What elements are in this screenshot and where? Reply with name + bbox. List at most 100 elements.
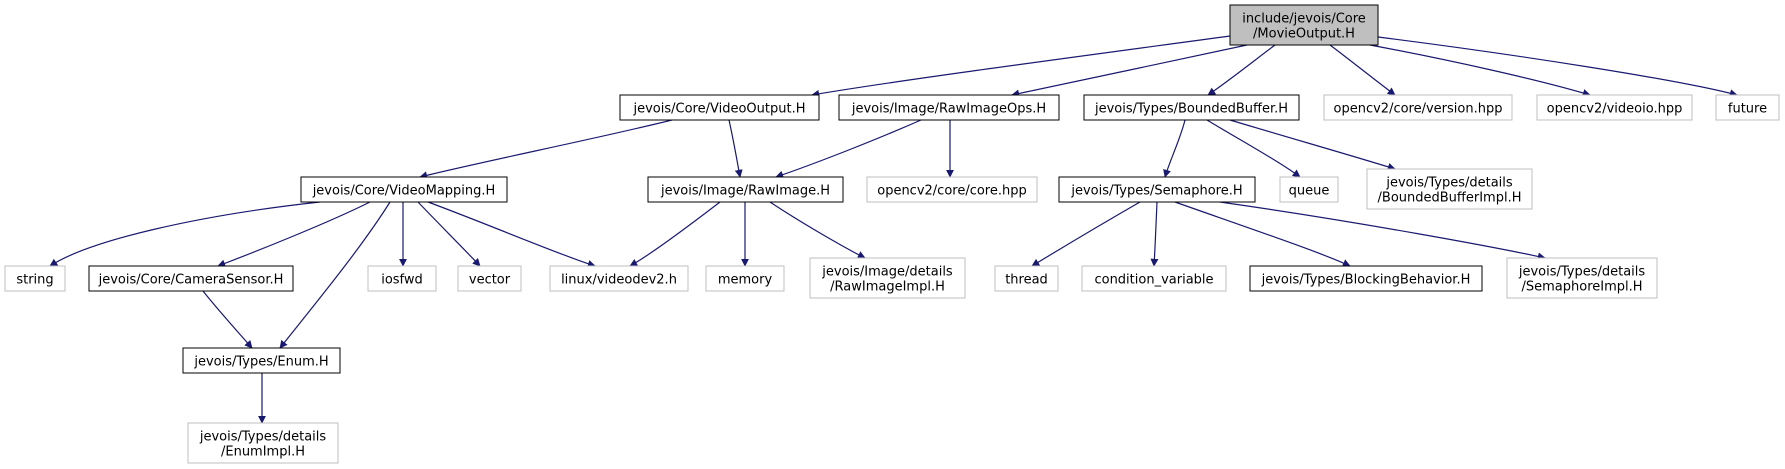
node-enum[interactable]: jevois/Types/Enum.H <box>182 347 341 374</box>
node-blockingbehavior[interactable]: jevois/Types/BlockingBehavior.H <box>1249 265 1483 292</box>
node-movieoutput[interactable]: include/jevois/Core/MovieOutput.H <box>1229 4 1379 46</box>
edges-layer <box>49 35 1738 424</box>
node-label-semaphoreimpl-line-0: jevois/Types/details <box>1518 265 1646 280</box>
edge-videooutput-to-rawimage <box>728 119 743 178</box>
edge-videomapping-to-enum <box>279 201 391 349</box>
node-rawimageimpl: jevois/Image/details/RawImageImpl.H <box>809 257 966 299</box>
edge-boundedbuffer-to-semaphore <box>1163 119 1186 178</box>
node-label-thread-line-0: thread <box>1005 273 1048 288</box>
node-box-queue <box>1279 176 1339 203</box>
node-label-videomapping-line-0: jevois/Core/VideoMapping.H <box>312 184 496 199</box>
node-box-semaphore <box>1058 176 1256 203</box>
node-box-cv_version <box>1323 94 1513 121</box>
node-label-camerasensor-line-0: jevois/Core/CameraSensor.H <box>98 273 284 288</box>
node-box-videooutput <box>619 94 820 121</box>
node-box-camerasensor <box>88 265 294 292</box>
nodes-layer: include/jevois/Core/MovieOutput.H jevois/… <box>4 4 1780 464</box>
node-box-string <box>4 265 66 292</box>
edge-semaphore-to-blockingbehavior <box>1174 201 1351 267</box>
edge-rawimage-to-rawimageimpl <box>769 201 866 259</box>
edge-boundedbuffer-to-queue <box>1206 119 1301 178</box>
node-label-rawimageimpl-line-1: /RawImageImpl.H <box>830 280 945 295</box>
node-box-movieoutput <box>1229 4 1379 46</box>
node-boundedbuffer[interactable]: jevois/Types/BoundedBuffer.H <box>1083 94 1300 121</box>
edge-movieoutput-to-videooutput <box>811 35 1231 98</box>
node-box-semaphoreimpl <box>1506 257 1658 299</box>
node-label-semaphoreimpl-line-1: /SemaphoreImpl.H <box>1521 280 1642 295</box>
node-videomapping[interactable]: jevois/Core/VideoMapping.H <box>300 176 508 203</box>
node-memory: memory <box>705 265 785 292</box>
node-rawimageops[interactable]: jevois/Image/RawImageOps.H <box>838 94 1060 121</box>
node-enumimpl: jevois/Types/details/EnumImpl.H <box>187 422 339 464</box>
edge-movieoutput-to-rawimageops <box>1011 44 1248 98</box>
node-label-boundedbuffer-line-0: jevois/Types/BoundedBuffer.H <box>1094 102 1288 117</box>
edge-movieoutput-to-cv_version <box>1329 44 1396 96</box>
node-box-vector <box>457 265 522 292</box>
node-label-semaphore-line-0: jevois/Types/Semaphore.H <box>1070 184 1242 199</box>
edge-rawimageops-to-rawimage <box>775 119 922 179</box>
node-box-rawimage <box>647 176 844 203</box>
edge-movieoutput-to-boundedbuffer <box>1207 44 1276 96</box>
edge-boundedbuffer-to-boundedbufferimpl <box>1229 119 1396 171</box>
edge-movieoutput-to-future <box>1377 36 1738 98</box>
node-label-blockingbehavior-line-0: jevois/Types/BlockingBehavior.H <box>1261 273 1471 288</box>
node-box-blockingbehavior <box>1249 265 1483 292</box>
node-box-memory <box>705 265 785 292</box>
node-box-rawimageimpl <box>809 257 966 299</box>
node-label-cv_version-line-0: opencv2/core/version.hpp <box>1334 102 1503 117</box>
node-box-rawimageops <box>838 94 1060 121</box>
node-semaphore[interactable]: jevois/Types/Semaphore.H <box>1058 176 1256 203</box>
node-label-memory-line-0: memory <box>718 273 773 288</box>
node-cv_core: opencv2/core/core.hpp <box>866 176 1038 203</box>
node-condvar: condition_variable <box>1081 265 1227 292</box>
node-label-boundedbufferimpl-line-0: jevois/Types/details <box>1385 176 1513 191</box>
node-label-vector-line-0: vector <box>469 273 511 288</box>
node-camerasensor[interactable]: jevois/Core/CameraSensor.H <box>88 265 294 292</box>
edge-videomapping-to-string <box>49 201 321 267</box>
node-box-videodev2 <box>549 265 689 292</box>
edge-videomapping-to-videodev2 <box>427 201 596 268</box>
edge-videooutput-to-videomapping <box>419 119 673 180</box>
node-label-future-line-0: future <box>1728 102 1767 117</box>
node-label-videooutput-line-0: jevois/Core/VideoOutput.H <box>633 102 806 117</box>
edge-movieoutput-to-cv_videoio <box>1369 44 1591 97</box>
node-videooutput[interactable]: jevois/Core/VideoOutput.H <box>619 94 820 121</box>
node-box-cv_videoio <box>1536 94 1693 121</box>
edge-videomapping-to-camerasensor <box>217 201 371 268</box>
edge-semaphore-to-semaphoreimpl <box>1219 201 1546 261</box>
node-label-enumimpl-line-0: jevois/Types/details <box>199 430 327 445</box>
node-label-movieoutput-line-0: include/jevois/Core <box>1242 12 1366 27</box>
node-cv_version: opencv2/core/version.hpp <box>1323 94 1513 121</box>
node-label-condvar-line-0: condition_variable <box>1094 273 1213 288</box>
edge-semaphore-to-thread <box>1031 201 1141 267</box>
edge-camerasensor-to-enum <box>202 290 253 349</box>
node-label-rawimageops-line-0: jevois/Image/RawImageOps.H <box>851 102 1046 117</box>
node-label-rawimageimpl-line-0: jevois/Image/details <box>821 265 953 280</box>
node-boundedbufferimpl: jevois/Types/details/BoundedBufferImpl.H <box>1366 168 1533 210</box>
node-string: string <box>4 265 66 292</box>
node-label-rawimage-line-0: jevois/Image/RawImage.H <box>660 184 830 199</box>
node-label-iosfwd-line-0: iosfwd <box>381 273 423 288</box>
edge-rawimage-to-videodev2 <box>629 201 721 267</box>
node-label-boundedbufferimpl-line-1: /BoundedBufferImpl.H <box>1378 191 1522 206</box>
node-rawimage[interactable]: jevois/Image/RawImage.H <box>647 176 844 203</box>
node-iosfwd: iosfwd <box>367 265 437 292</box>
node-videodev2: linux/videodev2.h <box>549 265 689 292</box>
edge-videomapping-to-vector <box>417 201 481 267</box>
node-label-cv_videoio-line-0: opencv2/videoio.hpp <box>1547 102 1683 117</box>
node-label-enum-line-0: jevois/Types/Enum.H <box>193 355 328 370</box>
node-label-queue-line-0: queue <box>1289 184 1330 199</box>
node-label-enumimpl-line-1: /EnumImpl.H <box>221 445 305 460</box>
node-label-string-line-0: string <box>16 273 53 288</box>
node-thread: thread <box>994 265 1059 292</box>
node-vector: vector <box>457 265 522 292</box>
node-box-future <box>1715 94 1780 121</box>
node-box-thread <box>994 265 1059 292</box>
node-future: future <box>1715 94 1780 121</box>
node-cv_videoio: opencv2/videoio.hpp <box>1536 94 1693 121</box>
node-box-boundedbufferimpl <box>1366 168 1533 210</box>
node-box-enum <box>182 347 341 374</box>
node-label-videodev2-line-0: linux/videodev2.h <box>561 273 677 288</box>
node-semaphoreimpl: jevois/Types/details/SemaphoreImpl.H <box>1506 257 1658 299</box>
